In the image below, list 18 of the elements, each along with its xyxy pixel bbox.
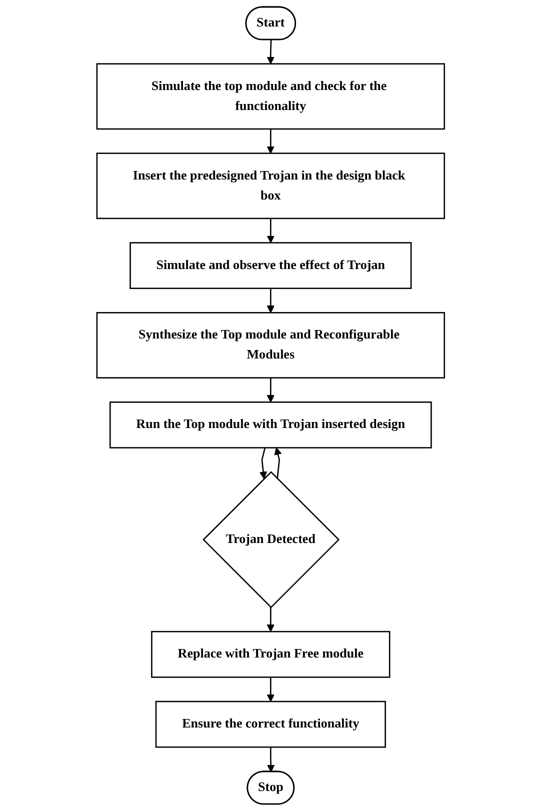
node-diamond: Trojan Detected [202, 471, 340, 608]
arrow [267, 747, 275, 772]
node-box: Simulate and observe the effect of Trojan [130, 242, 412, 290]
node-box: Insert the predesigned Trojan in the design black box [96, 152, 446, 220]
node-box: Run the Top module with Trojan inserted design [110, 402, 432, 448]
arrow [267, 378, 275, 402]
arrow [267, 218, 275, 244]
node-box: Synthesize the Top module and Reconfigurable Modules [96, 312, 446, 378]
node-box: Ensure the correct functionality [156, 700, 386, 748]
arrow [267, 288, 275, 314]
arrow [267, 40, 275, 64]
arrow [274, 447, 282, 479]
arrow [267, 128, 275, 154]
arrow [260, 448, 268, 480]
node-box: Simulate the top module and check for the functionality [96, 63, 446, 130]
arrow [267, 677, 275, 702]
node-box: Replace with Trojan Free module [151, 630, 391, 678]
arrow [267, 607, 275, 632]
